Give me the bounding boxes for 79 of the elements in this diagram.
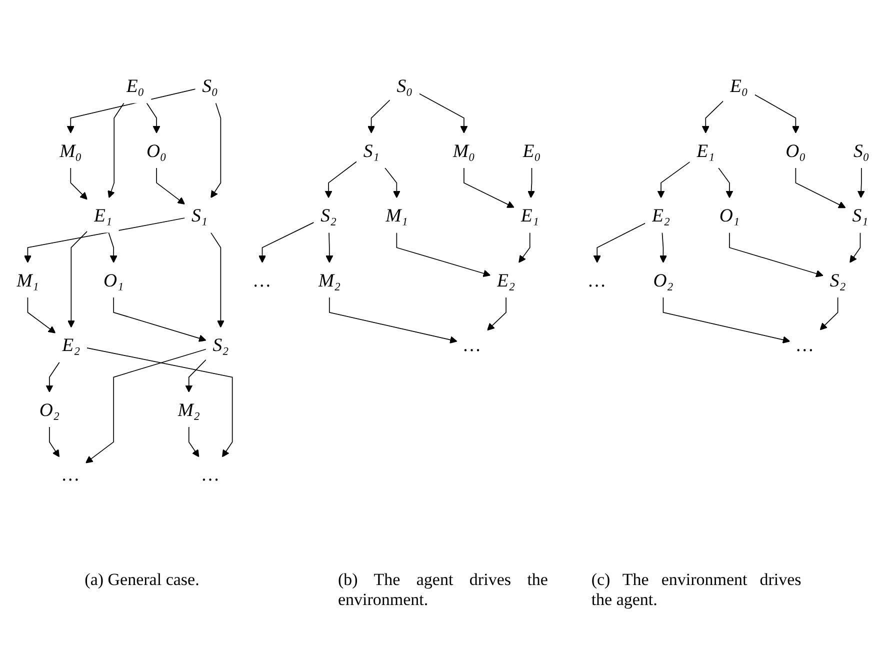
arrow — [66, 88, 196, 134]
arrow — [113, 297, 206, 342]
arrow — [593, 222, 646, 263]
node-text: O₁ — [719, 204, 740, 226]
node-text: S₁ — [363, 140, 380, 162]
arrow — [324, 161, 357, 198]
arrow — [384, 168, 400, 198]
arrow — [396, 232, 491, 277]
arrow — [419, 93, 468, 134]
node-text: M₁ — [16, 269, 39, 291]
node-text: … — [464, 334, 480, 356]
node-text: M₀ — [60, 140, 82, 162]
node-text: M₀ — [452, 140, 476, 162]
arrow — [210, 102, 222, 198]
node-text: O₂ — [653, 269, 674, 291]
arrow — [718, 168, 734, 198]
node-text: S₀ — [853, 140, 870, 162]
arrow — [185, 359, 206, 392]
node-text: M₂ — [318, 269, 340, 291]
arrow — [795, 168, 846, 208]
arrow — [258, 222, 314, 263]
node-text: M₂ — [178, 398, 200, 420]
node-text: S₀ — [396, 75, 413, 96]
figure-caption: (a) General case. — [84, 570, 200, 591]
node-text: M₁ — [386, 204, 408, 226]
arrow — [67, 230, 88, 328]
arrow — [326, 232, 334, 263]
arrow — [108, 232, 118, 263]
node-text: E₁ — [696, 140, 715, 162]
node-text: S₀ — [202, 75, 218, 96]
arrow — [657, 161, 690, 198]
arrow — [368, 100, 390, 134]
node-text: S₁ — [192, 204, 208, 226]
arrow — [328, 297, 458, 344]
node-text: … — [588, 269, 606, 291]
node-text: … — [62, 464, 79, 485]
node-text: E₁ — [520, 204, 539, 226]
node-text: S₂ — [212, 334, 229, 356]
arrow — [85, 348, 206, 464]
arrow — [188, 426, 200, 458]
arrow — [46, 362, 60, 392]
arrow — [24, 218, 186, 263]
arrow — [486, 297, 506, 331]
figure-caption: (c) The environment drives the agent. — [591, 570, 802, 610]
node-text: O₂ — [39, 398, 60, 420]
node-text: E₀ — [522, 140, 541, 162]
node-text: S₂ — [320, 204, 337, 226]
node-text: … — [202, 464, 219, 485]
node-text: E₂ — [497, 269, 516, 291]
arrow — [659, 232, 667, 263]
node-text: S₁ — [852, 204, 868, 226]
arrow — [156, 168, 186, 204]
figure-caption: (b) The agent drives the environment. — [338, 570, 548, 610]
node-text: S₂ — [830, 269, 846, 291]
arrow — [70, 168, 88, 200]
node-text: … — [796, 334, 814, 356]
arrow — [86, 348, 233, 458]
arrow — [210, 232, 224, 328]
node-text: O₀ — [786, 140, 806, 162]
node-text: E₂ — [652, 204, 670, 226]
node-text: O₁ — [104, 269, 124, 291]
arrow — [518, 232, 530, 263]
node-text: … — [254, 269, 271, 291]
arrow — [857, 168, 865, 198]
arrow — [27, 297, 56, 334]
arrow — [146, 102, 160, 134]
arrow — [850, 232, 861, 263]
arrow — [464, 168, 514, 208]
arrow — [729, 232, 824, 278]
arrow — [820, 297, 838, 330]
node-text: E₀ — [730, 75, 748, 96]
arrow — [108, 102, 124, 198]
node-text: E₂ — [62, 334, 80, 356]
arrow — [528, 168, 536, 198]
node-text: O₀ — [146, 140, 167, 162]
arrow — [702, 100, 724, 134]
arrow — [754, 94, 800, 134]
arrow — [662, 297, 790, 344]
arrow — [49, 426, 60, 458]
